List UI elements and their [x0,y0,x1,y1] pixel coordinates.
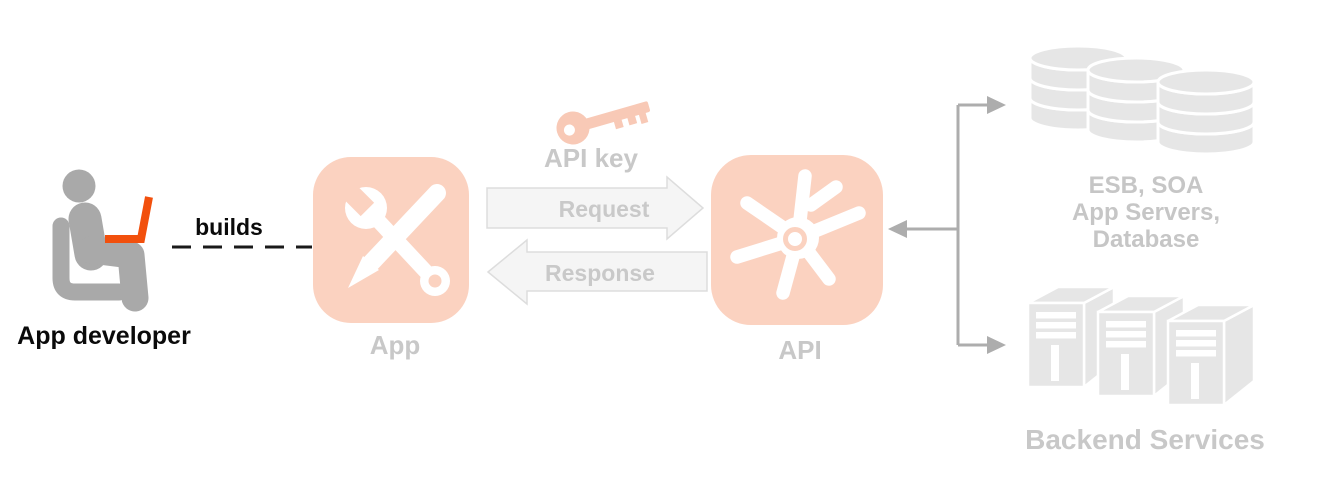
request-arrow-shape [486,175,705,241]
app-developer-label: App developer [17,322,191,350]
response-arrow-shape [486,238,708,306]
builds-dashed-line [172,245,312,249]
arrowhead-to-api [888,220,907,238]
response-label: Response [545,260,655,286]
laptop-icon [105,196,153,243]
esb-line-1: ESB, SOA [1088,172,1204,199]
esb-soa-label: ESB, SOA App Servers, Database [1066,172,1226,253]
server-rack-icon [1026,285,1256,407]
request-label: Request [558,196,650,222]
esb-line-2: App Servers, [1071,199,1221,226]
pinwheel-icon [711,155,883,325]
key-icon [556,101,650,145]
wrench-pencil-icon [313,157,469,323]
app-label: App [369,330,421,360]
person-at-laptop-icon [52,169,153,312]
arrowhead-to-databases [987,96,1006,114]
database-stack-icon [1028,44,1256,156]
api-key-label: API key [544,143,638,173]
arrowhead-to-servers [987,336,1006,354]
backend-services-label: Backend Services [1025,424,1265,455]
builds-label: builds [195,214,263,240]
backend-connector-lines [888,96,1006,354]
api-label: API [778,335,822,365]
request-response-arrows [486,175,708,306]
esb-line-3: Database [1092,226,1200,253]
